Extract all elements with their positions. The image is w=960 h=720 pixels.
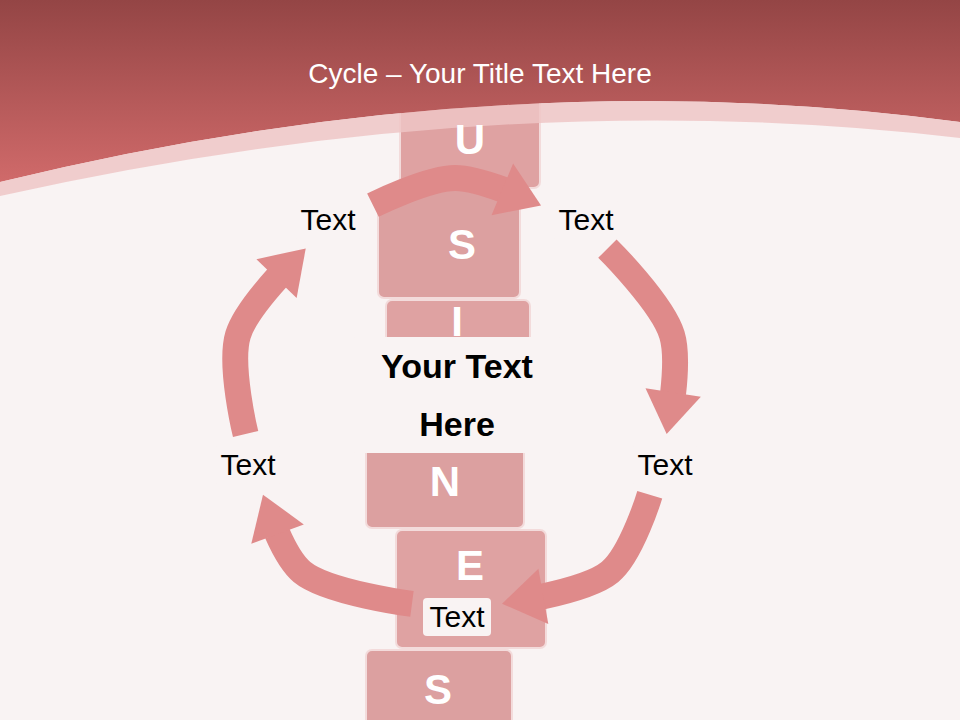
- step-text: Text: [631, 446, 698, 484]
- arrow-head: [251, 495, 304, 544]
- step-text: Text: [214, 446, 281, 484]
- arrow-shaft: [235, 248, 305, 434]
- step-text: Text: [423, 598, 490, 636]
- cycle-arrow: [373, 164, 541, 216]
- cycle-step: Text: [294, 201, 361, 239]
- cube-letter: S: [424, 668, 452, 712]
- cycle-arrow: [607, 249, 700, 434]
- cycle-step: Text: [214, 446, 281, 484]
- step-text: Text: [294, 201, 361, 239]
- arrow-head: [256, 248, 305, 298]
- cycle-arrow: [235, 248, 305, 434]
- arrow-head: [502, 569, 548, 624]
- cycle-arrow: [502, 495, 650, 624]
- cycle-step: Text: [423, 598, 490, 636]
- cube-letter: U: [455, 118, 485, 162]
- cycle-step: Text: [552, 201, 619, 239]
- slide-title: Cycle – Your Title Text Here: [0, 56, 960, 92]
- cube: [366, 650, 512, 720]
- center-text: Your Text Here: [352, 337, 562, 453]
- arrow-head: [492, 164, 542, 216]
- cube-letter: N: [430, 460, 460, 504]
- step-text: Your Text Here: [352, 337, 562, 453]
- arrow-head: [646, 388, 701, 434]
- cube-letter: E: [456, 544, 484, 588]
- cycle-step: Text: [631, 446, 698, 484]
- cube-letter: S: [448, 223, 476, 267]
- step-text: Text: [552, 201, 619, 239]
- cycle-arrow: [251, 495, 412, 604]
